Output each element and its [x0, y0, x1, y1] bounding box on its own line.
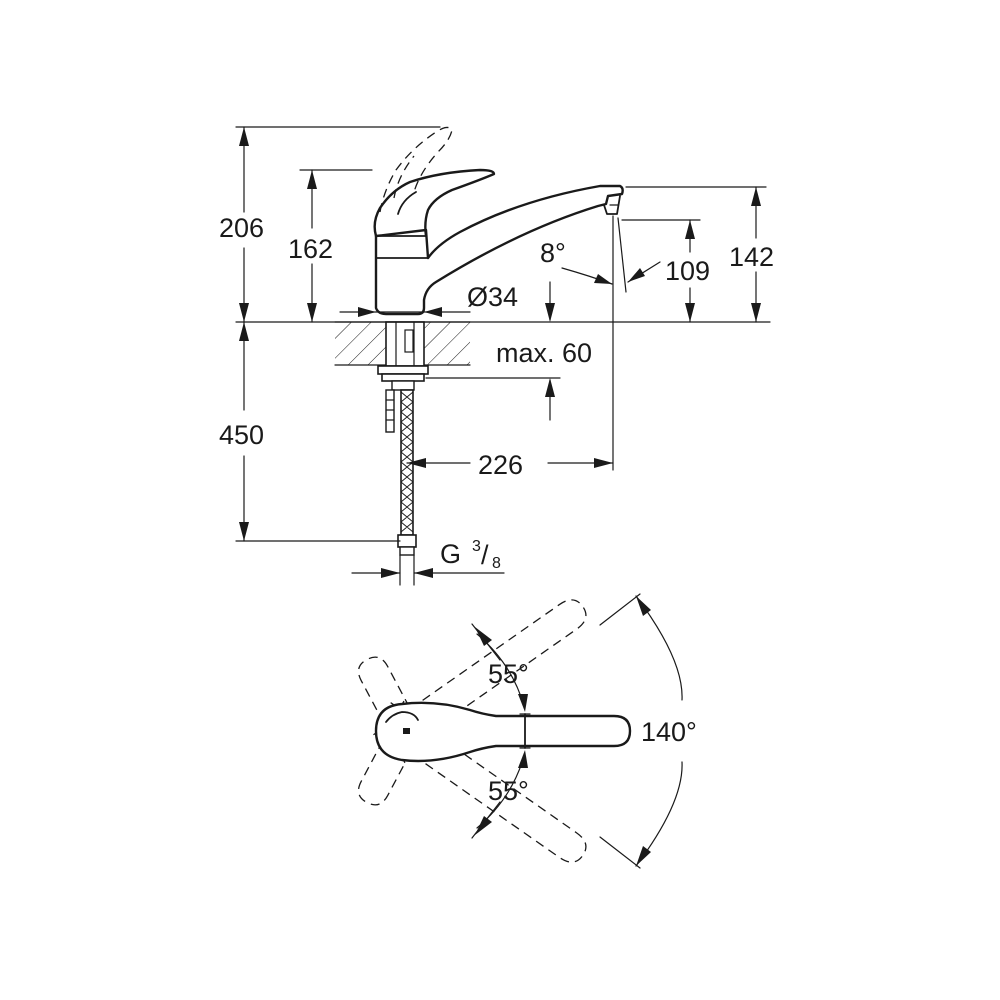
label-spout-height: 142	[729, 242, 774, 272]
dim-total-swing	[599, 593, 683, 869]
label-total-height: 206	[219, 213, 264, 243]
dim-lower-swing	[471, 750, 528, 839]
lever-top-view	[374, 701, 632, 763]
threaded-rod	[385, 389, 395, 433]
label-total-swing: 140°	[641, 717, 697, 747]
lever-swing-left-upper-ghost	[357, 656, 432, 764]
label-thread-numerator: 3	[472, 538, 481, 555]
dim-base-diameter	[339, 307, 471, 317]
side-view: 206 162 142 109	[219, 126, 774, 586]
label-base-diameter: Ø34	[467, 282, 518, 312]
dim-deck-thickness	[425, 281, 561, 421]
label-lower-swing: 55°	[488, 776, 529, 806]
label-spout-reach: 226	[478, 450, 523, 480]
label-deck-thickness: max. 60	[496, 338, 592, 368]
lever-swing-left-lower-ghost	[357, 698, 432, 806]
dim-total-height	[235, 126, 441, 323]
dim-outlet-height	[621, 219, 701, 323]
dim-lever-height	[299, 169, 373, 323]
lever-raised-ghost	[379, 126, 453, 213]
dim-hose-length	[235, 321, 401, 542]
label-outlet-height: 109	[665, 256, 710, 286]
label-thread-slash: /	[481, 540, 489, 570]
label-spout-tilt: 8°	[540, 238, 566, 268]
fixing-nut	[377, 365, 429, 375]
dim-thread	[351, 568, 505, 578]
label-hose-length: 450	[219, 420, 264, 450]
dim-upper-swing	[471, 623, 528, 712]
faucet-body	[374, 184, 624, 316]
braided-hose	[397, 389, 417, 586]
dim-spout-height	[625, 186, 767, 323]
label-thread-denominator: 8	[492, 555, 501, 572]
dim-spout-tilt	[561, 215, 661, 471]
dim-spout-reach	[406, 458, 614, 468]
label-thread-prefix: G	[440, 539, 461, 569]
top-view: 55° 55° 140°	[357, 593, 697, 869]
lever-swing-upper-ghost	[373, 599, 587, 760]
lever-swing-lower-ghost	[373, 702, 587, 863]
lever-handle	[373, 168, 496, 238]
label-upper-swing: 55°	[488, 659, 529, 689]
label-lever-height: 162	[288, 234, 333, 264]
